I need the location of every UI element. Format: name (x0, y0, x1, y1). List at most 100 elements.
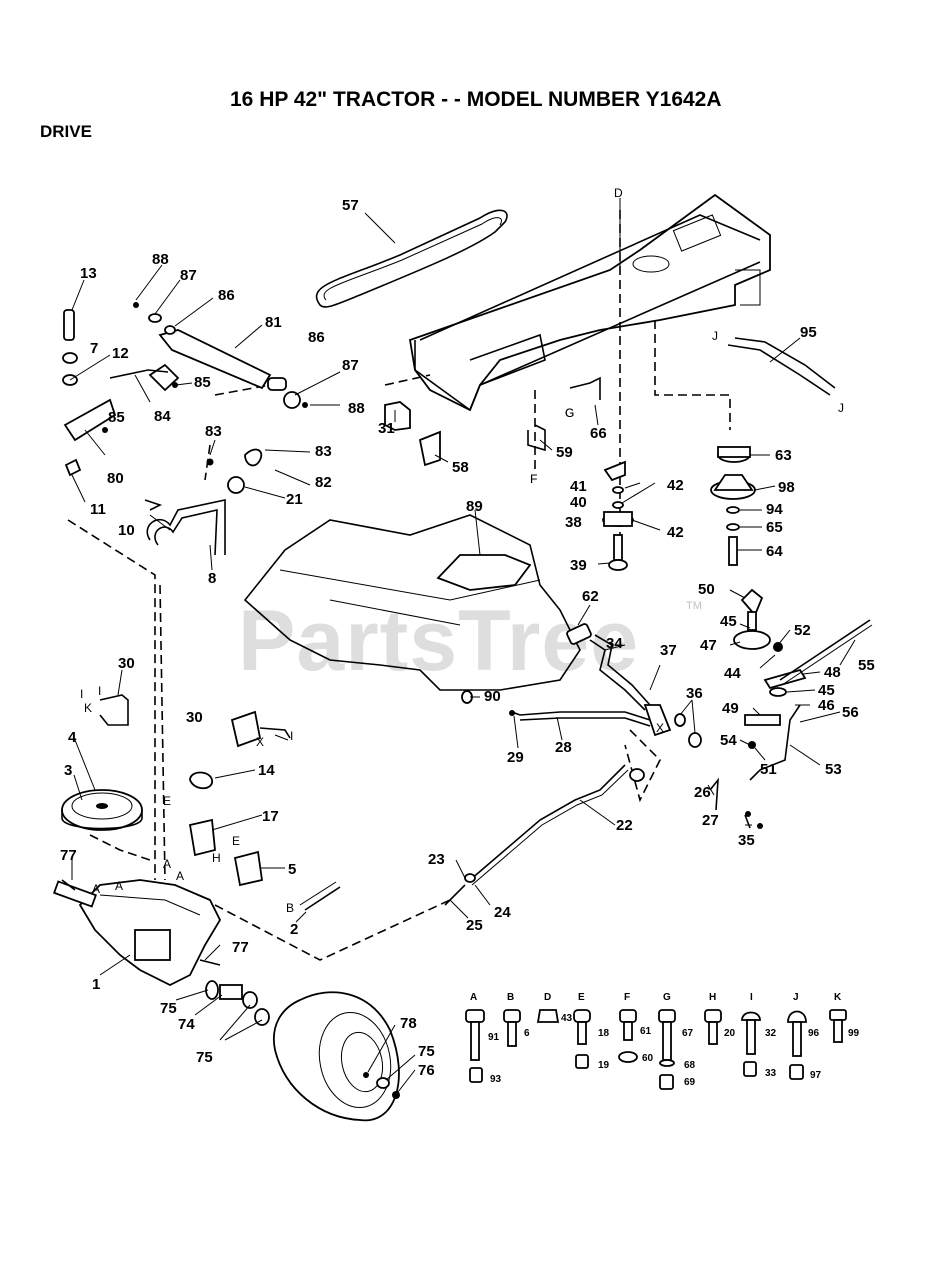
callout-23: 23 (428, 851, 445, 868)
callout-78: 78 (400, 1015, 417, 1032)
hw-key-g: G (663, 992, 671, 1003)
callout-f1: F (530, 472, 537, 486)
callout-85a: 85 (194, 374, 211, 391)
frame-assembly (408, 193, 771, 412)
hw-nut-19: 19 (598, 1060, 610, 1071)
upper-left-linkage (62, 302, 308, 556)
tag-f2: F (530, 472, 537, 486)
callout-98: 98 (778, 479, 795, 496)
callout-86a: 86 (218, 287, 235, 304)
hardware-key-labels: A 91 93 B 6 D 43 E 18 19 F 61 60 G 67 68… (470, 992, 860, 1088)
hw-key-e: E (578, 992, 585, 1003)
callout-42a: 42 (667, 477, 684, 494)
rod-95 (727, 337, 836, 396)
right-lever-assembly (733, 588, 873, 781)
misc-small-parts (461, 690, 763, 829)
callout-74: 74 (178, 1016, 195, 1033)
callout-54: 54 (720, 732, 737, 749)
hw-part-6: 6 (524, 1028, 530, 1039)
callout-77a: 77 (60, 847, 77, 864)
callout-24: 24 (494, 904, 511, 921)
callout-46: 46 (818, 697, 835, 714)
transaxle (53, 879, 270, 1026)
hw-part-18: 18 (598, 1028, 610, 1039)
callout-30a: 30 (118, 655, 135, 672)
callout-26: 26 (694, 784, 711, 801)
callout-90: 90 (484, 688, 501, 705)
callout-41: 41 (570, 478, 587, 495)
callout-45b: 45 (818, 682, 835, 699)
hw-part-20: 20 (724, 1028, 736, 1039)
callout-45a: 45 (720, 613, 737, 630)
callout-27: 27 (702, 812, 719, 829)
callout-88a: 88 (152, 251, 169, 268)
callout-76: 76 (418, 1062, 435, 1079)
callout-39: 39 (570, 557, 587, 574)
hw-part-43: 43 (561, 1013, 573, 1024)
callout-14: 14 (258, 762, 275, 779)
leader-lines (69, 198, 856, 1093)
tag-e2: E (232, 834, 240, 848)
callout-34: 34 (606, 635, 623, 652)
callout-30b: 30 (186, 709, 203, 726)
callout-1: 1 (92, 976, 100, 993)
hw-nut-60: 60 (642, 1053, 654, 1064)
hw-key-i: I (750, 992, 753, 1003)
right-pulley-stack (602, 446, 756, 571)
callout-87a: 87 (180, 267, 197, 284)
callout-55: 55 (858, 657, 875, 674)
callout-82: 82 (315, 474, 332, 491)
callout-10: 10 (118, 522, 135, 539)
cable-22 (444, 764, 645, 906)
callout-52: 52 (794, 622, 811, 639)
hw-key-f: F (624, 992, 630, 1003)
callout-75a: 75 (160, 1000, 177, 1017)
frame-brackets (384, 376, 601, 467)
callout-58: 58 (452, 459, 469, 476)
hw-nut-68: 68 (684, 1060, 696, 1071)
callout-62: 62 (582, 588, 599, 605)
callout-63: 63 (775, 447, 792, 464)
callout-3: 3 (64, 762, 72, 779)
callout-25: 25 (466, 917, 483, 934)
drive-belt (315, 209, 508, 308)
lower-left-brackets (99, 694, 341, 911)
tag-i2: I (98, 684, 101, 698)
hw-part-32: 32 (765, 1028, 777, 1039)
callout-89: 89 (466, 498, 483, 515)
callout-g1: G (565, 406, 574, 420)
callout-64: 64 (766, 543, 783, 560)
tag-e1: E (163, 794, 171, 808)
callout-j2: J (838, 401, 844, 415)
callout-8: 8 (208, 570, 216, 587)
callout-75b: 75 (196, 1049, 213, 1066)
callout-31: 31 (378, 420, 395, 437)
callout-38: 38 (565, 514, 582, 531)
hw-key-b: B (507, 992, 514, 1003)
watermark-tm: TM (686, 600, 702, 612)
tag-x1: X (256, 735, 264, 749)
callout-59: 59 (556, 444, 573, 461)
callout-11: 11 (90, 501, 106, 518)
tractor-body (243, 514, 581, 691)
callout-95: 95 (800, 324, 817, 341)
callout-84: 84 (154, 408, 171, 425)
callout-75c: 75 (418, 1043, 435, 1060)
callout-81: 81 (265, 314, 282, 331)
tag-k: K (84, 701, 92, 715)
callout-80: 80 (107, 470, 124, 487)
callout-53: 53 (825, 761, 842, 778)
hw-key-h: H (709, 992, 716, 1003)
hw-key-k: K (834, 992, 842, 1003)
callout-83b: 83 (315, 443, 332, 460)
callout-40: 40 (570, 494, 587, 511)
hw-key-a: A (470, 992, 477, 1003)
callout-22: 22 (616, 817, 633, 834)
tag-b: B (286, 901, 294, 915)
hw-part-91: 91 (488, 1032, 500, 1043)
hw-nut-33: 33 (765, 1068, 777, 1079)
callout-j1: J (712, 329, 718, 343)
letter-tags: A A A A E E H B I I K I X X F G (80, 406, 664, 915)
pulley-3 (61, 789, 143, 831)
callout-66: 66 (590, 425, 607, 442)
